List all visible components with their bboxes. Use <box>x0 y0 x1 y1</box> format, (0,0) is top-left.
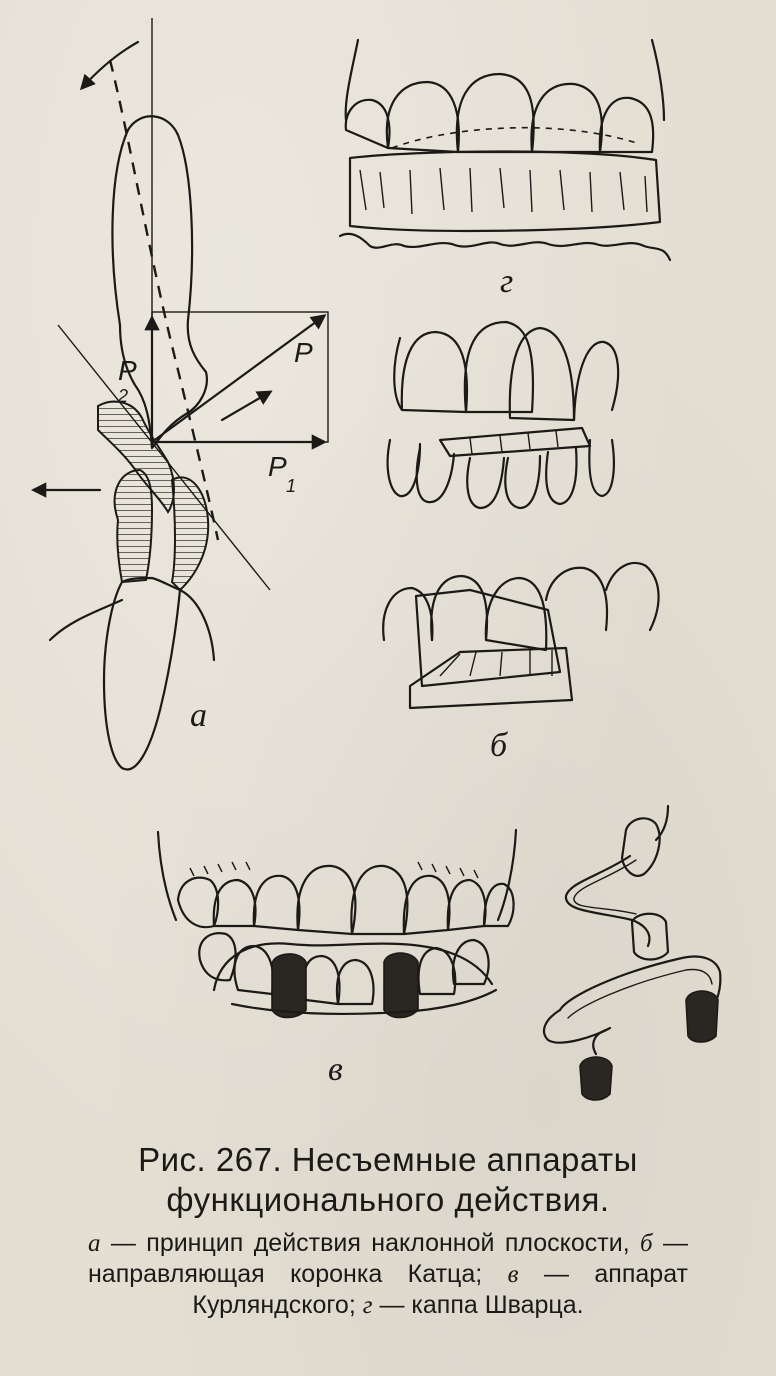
side-tooth-2 <box>431 576 487 640</box>
right-cheek-line <box>652 40 664 120</box>
side-tooth-4 <box>546 568 607 630</box>
upper-wire <box>214 943 492 990</box>
tooth-3 <box>457 74 534 152</box>
panel-g-schwarz-cap: г <box>340 40 670 300</box>
panel-b-label: б <box>490 727 509 764</box>
left-cap <box>272 954 306 1018</box>
lower-arch-tooth-1 <box>199 933 235 980</box>
lower-tooth-2 <box>417 448 454 502</box>
lower-cap-right <box>172 477 208 590</box>
upper-arch-tooth-4 <box>297 866 355 934</box>
caption-title: Рис. 267. Несъемные аппараты функциональ… <box>0 1140 776 1220</box>
upper-tooth-4 <box>574 342 618 420</box>
cap-body <box>350 152 660 231</box>
detail-cap-3 <box>686 991 718 1042</box>
force-p1-subscript: 1 <box>286 476 296 496</box>
upper-arch-tooth-2 <box>214 880 256 926</box>
detail-wire-1 <box>566 856 650 946</box>
figure-illustration: P P 1 P 2 а г <box>0 0 776 1120</box>
detail-top-line <box>656 806 668 840</box>
panel-b-katz-crown-side: б <box>383 563 658 764</box>
side-tooth-5 <box>606 563 659 630</box>
figure-caption: Рис. 267. Несъемные аппараты функциональ… <box>0 1140 776 1321</box>
cap-shading <box>360 168 647 214</box>
upper-arch-tooth-6 <box>404 876 450 934</box>
panel-b-katz-crown-front <box>388 322 619 508</box>
guide-frame <box>416 590 560 686</box>
inclined-plane-line <box>58 325 270 590</box>
side-crown <box>486 578 546 650</box>
katz-crown <box>510 328 574 420</box>
upper-arch-tooth-3 <box>254 876 300 930</box>
detail-wire-loop <box>544 1010 610 1043</box>
lower-arch-tooth-3 <box>304 956 340 1004</box>
guide-plate <box>440 428 590 456</box>
lower-cap <box>115 470 152 582</box>
detail-cap-1 <box>622 818 660 875</box>
legend-letter-v: в <box>508 1261 519 1288</box>
lower-tooth-4 <box>505 456 540 508</box>
caption-legend: а — принцип действия наклонной плоскости… <box>88 1228 688 1321</box>
tooth-4 <box>531 84 601 152</box>
right-cap <box>384 953 418 1018</box>
left-lip-line <box>158 832 176 920</box>
force-p1-label: P <box>268 451 287 482</box>
force-p-arrow <box>152 316 324 442</box>
panel-v-kurlyandsky: в <box>158 830 516 1088</box>
lower-tooth-5 <box>546 448 576 504</box>
upper-tooth-1 <box>402 332 467 412</box>
lower-arch-tooth-4 <box>337 960 373 1004</box>
caption-title-line-1: Рис. 267. Несъемные аппараты <box>0 1140 776 1180</box>
upper-arch-tooth-7 <box>448 880 486 930</box>
legend-text-a: — принцип действия наклонной плоскости, <box>101 1229 641 1257</box>
legend-letter-g: г <box>363 1292 373 1319</box>
detail-cap-4 <box>580 1057 612 1100</box>
panel-a-label: а <box>190 697 207 734</box>
gum-line-right <box>180 590 214 660</box>
panel-g-label: г <box>500 263 513 300</box>
tooth-1 <box>346 100 390 148</box>
lower-arch-tooth-5 <box>419 948 456 994</box>
tooth-5 <box>600 98 653 152</box>
panel-v-wire-detail <box>544 806 720 1100</box>
small-force-arrow <box>222 392 270 420</box>
lower-incisor <box>104 578 180 769</box>
force-p2-label: P <box>118 355 137 386</box>
legend-text-g: — каппа Шварца. <box>373 1291 584 1319</box>
upper-tooth-2 <box>465 322 533 412</box>
lower-tooth-3 <box>467 458 504 508</box>
force-p2-subscript: 2 <box>117 386 128 406</box>
tooth-2 <box>387 82 459 152</box>
lower-tooth-6 <box>589 440 614 496</box>
lower-gum-line <box>340 234 670 260</box>
caption-title-line-2: функционального действия. <box>0 1180 776 1220</box>
legend-letter-b: б <box>640 1230 653 1257</box>
upper-arch-tooth-5 <box>351 866 407 934</box>
force-p-label: P <box>294 337 313 368</box>
gum-hatch <box>190 862 478 878</box>
panel-a-inclined-plane: P P 1 P 2 а <box>34 18 328 769</box>
gum-line-left <box>50 600 122 640</box>
detail-hook <box>593 1030 606 1054</box>
lower-tooth-1 <box>388 440 420 496</box>
legend-letter-a: а <box>88 1230 101 1257</box>
upper-arch-tooth-1 <box>178 878 218 927</box>
panel-v-label: в <box>328 1051 343 1088</box>
